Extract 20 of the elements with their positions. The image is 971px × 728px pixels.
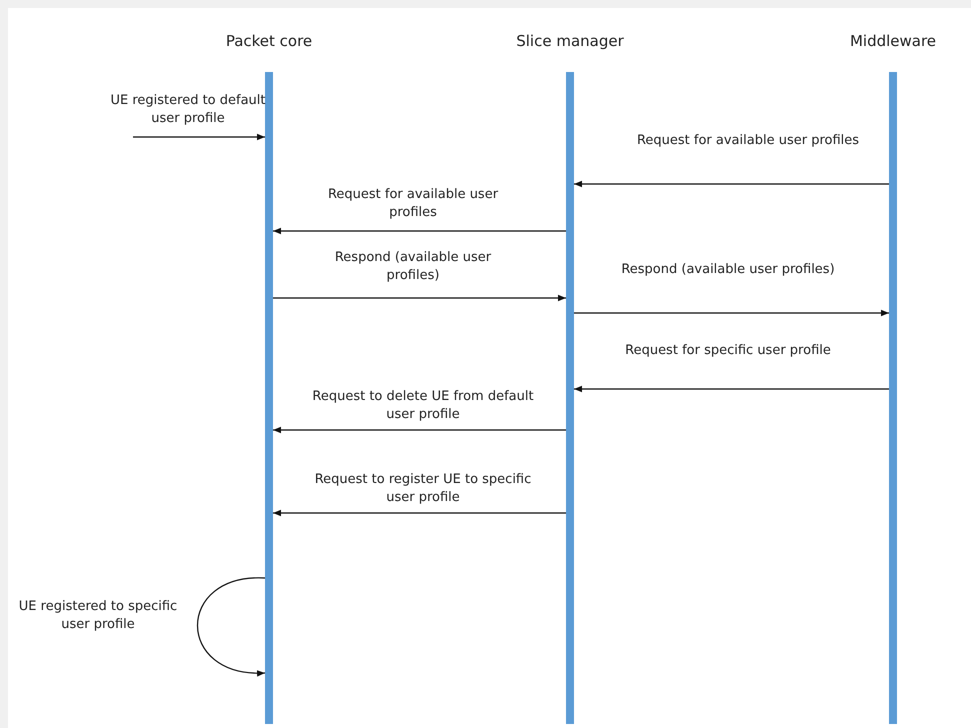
- arrow: [574, 310, 889, 316]
- lifeline-label: Slice manager: [516, 32, 624, 50]
- edge-label: Request for specific user profile: [624, 342, 832, 360]
- arrow: [273, 510, 566, 516]
- arrow: [574, 180, 889, 188]
- arrow: [273, 294, 566, 302]
- lifeline-label: Middleware: [850, 32, 936, 50]
- arrow: [574, 386, 889, 392]
- lifeline-label: Packet core: [226, 32, 312, 50]
- arrow: [273, 228, 566, 234]
- edge-label: Respond (available user profiles): [334, 249, 492, 285]
- arrow: [133, 134, 265, 140]
- edge-label: Request for available user profiles: [636, 132, 860, 150]
- edge-label: Request to delete UE from default user profile: [311, 388, 535, 424]
- edge-label: Request for available user profiles: [326, 186, 500, 222]
- edge-label: Respond (available user profiles): [620, 261, 836, 279]
- edge-label: Request to register UE to specific user profile: [314, 471, 532, 507]
- edge-label: UE registered to specific user profile: [18, 598, 178, 634]
- arrow: [197, 577, 266, 676]
- arrow: [273, 426, 566, 434]
